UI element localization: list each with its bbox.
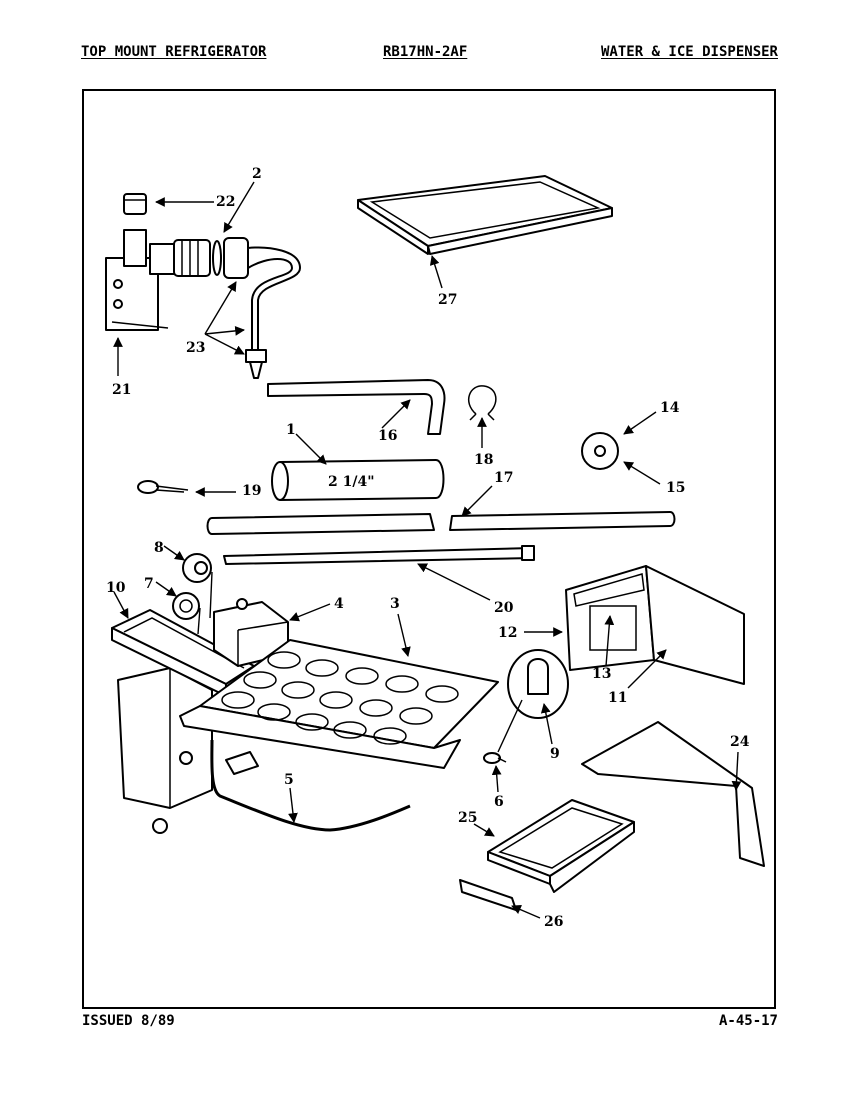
leader-lines [113, 181, 742, 919]
part-20-heater-strip [223, 545, 535, 565]
part-9-bearing [507, 649, 569, 719]
part-3-ice-tray [179, 639, 499, 769]
part-25-ice-bin [487, 799, 635, 893]
tube-size-label: 2 1/4" [328, 474, 375, 490]
part-19-pin [137, 480, 189, 494]
part-22-fitting-nut [123, 193, 147, 215]
callout-4: 4 [334, 596, 344, 612]
part-2-coil-and-hose [173, 237, 301, 379]
part-18-clip [467, 385, 497, 421]
part-24-bin-cover [581, 721, 765, 867]
callout-10: 10 [106, 580, 126, 596]
header-model-number: RB17HN-2AF [383, 44, 468, 60]
part-26-slide [459, 879, 517, 911]
callout-7: 7 [144, 576, 154, 592]
callout-12: 12 [498, 625, 517, 641]
callout-5: 5 [284, 772, 294, 788]
part-1-tube: 2 1/4" [271, 459, 445, 501]
callout-26: 26 [544, 914, 563, 930]
callout-19: 19 [242, 483, 261, 499]
footer-issue-date: ISSUED 8/89 [82, 1013, 175, 1029]
callout-6: 6 [494, 794, 504, 810]
part-14-15-washer [581, 432, 619, 470]
ice-tray-cups [221, 651, 459, 745]
callout-11: 11 [608, 690, 627, 706]
callout-22: 22 [216, 194, 235, 210]
header-title: TOP MOUNT REFRIGERATOR [81, 44, 267, 60]
callout-20: 20 [494, 600, 514, 616]
callout-24: 24 [730, 734, 750, 750]
callout-16: 16 [378, 428, 397, 444]
part-6-screw [483, 752, 507, 764]
callout-3: 3 [390, 596, 400, 612]
callout-17: 17 [494, 470, 513, 486]
callout-23: 23 [186, 340, 205, 356]
part-8-fastener [182, 553, 212, 583]
callout-21: 21 [112, 382, 131, 398]
callout-25: 25 [458, 810, 477, 826]
footer-page-code: A-45-17 [718, 1013, 778, 1029]
callout-2: 2 [252, 166, 262, 182]
diagram-frame [82, 89, 776, 1009]
callout-14: 14 [660, 400, 680, 416]
part-10-housing [117, 667, 213, 834]
callout-9: 9 [550, 746, 560, 762]
callout-13: 13 [592, 666, 611, 682]
callout-labels: 1 2 3 4 5 6 7 8 9 10 11 12 13 14 15 16 1… [106, 166, 750, 930]
callout-8: 8 [154, 540, 164, 556]
part-16-bent-tube [267, 379, 446, 435]
header-section: WATER & ICE DISPENSER [600, 44, 778, 60]
part-27-shelf-frame [357, 175, 613, 255]
part-17-tubes [206, 511, 676, 535]
callout-18: 18 [474, 452, 493, 468]
part-21-water-valve [105, 229, 177, 331]
callout-1: 1 [286, 422, 296, 438]
callout-15: 15 [666, 480, 685, 496]
part-7-fastener [172, 592, 200, 620]
callout-27: 27 [438, 292, 457, 308]
